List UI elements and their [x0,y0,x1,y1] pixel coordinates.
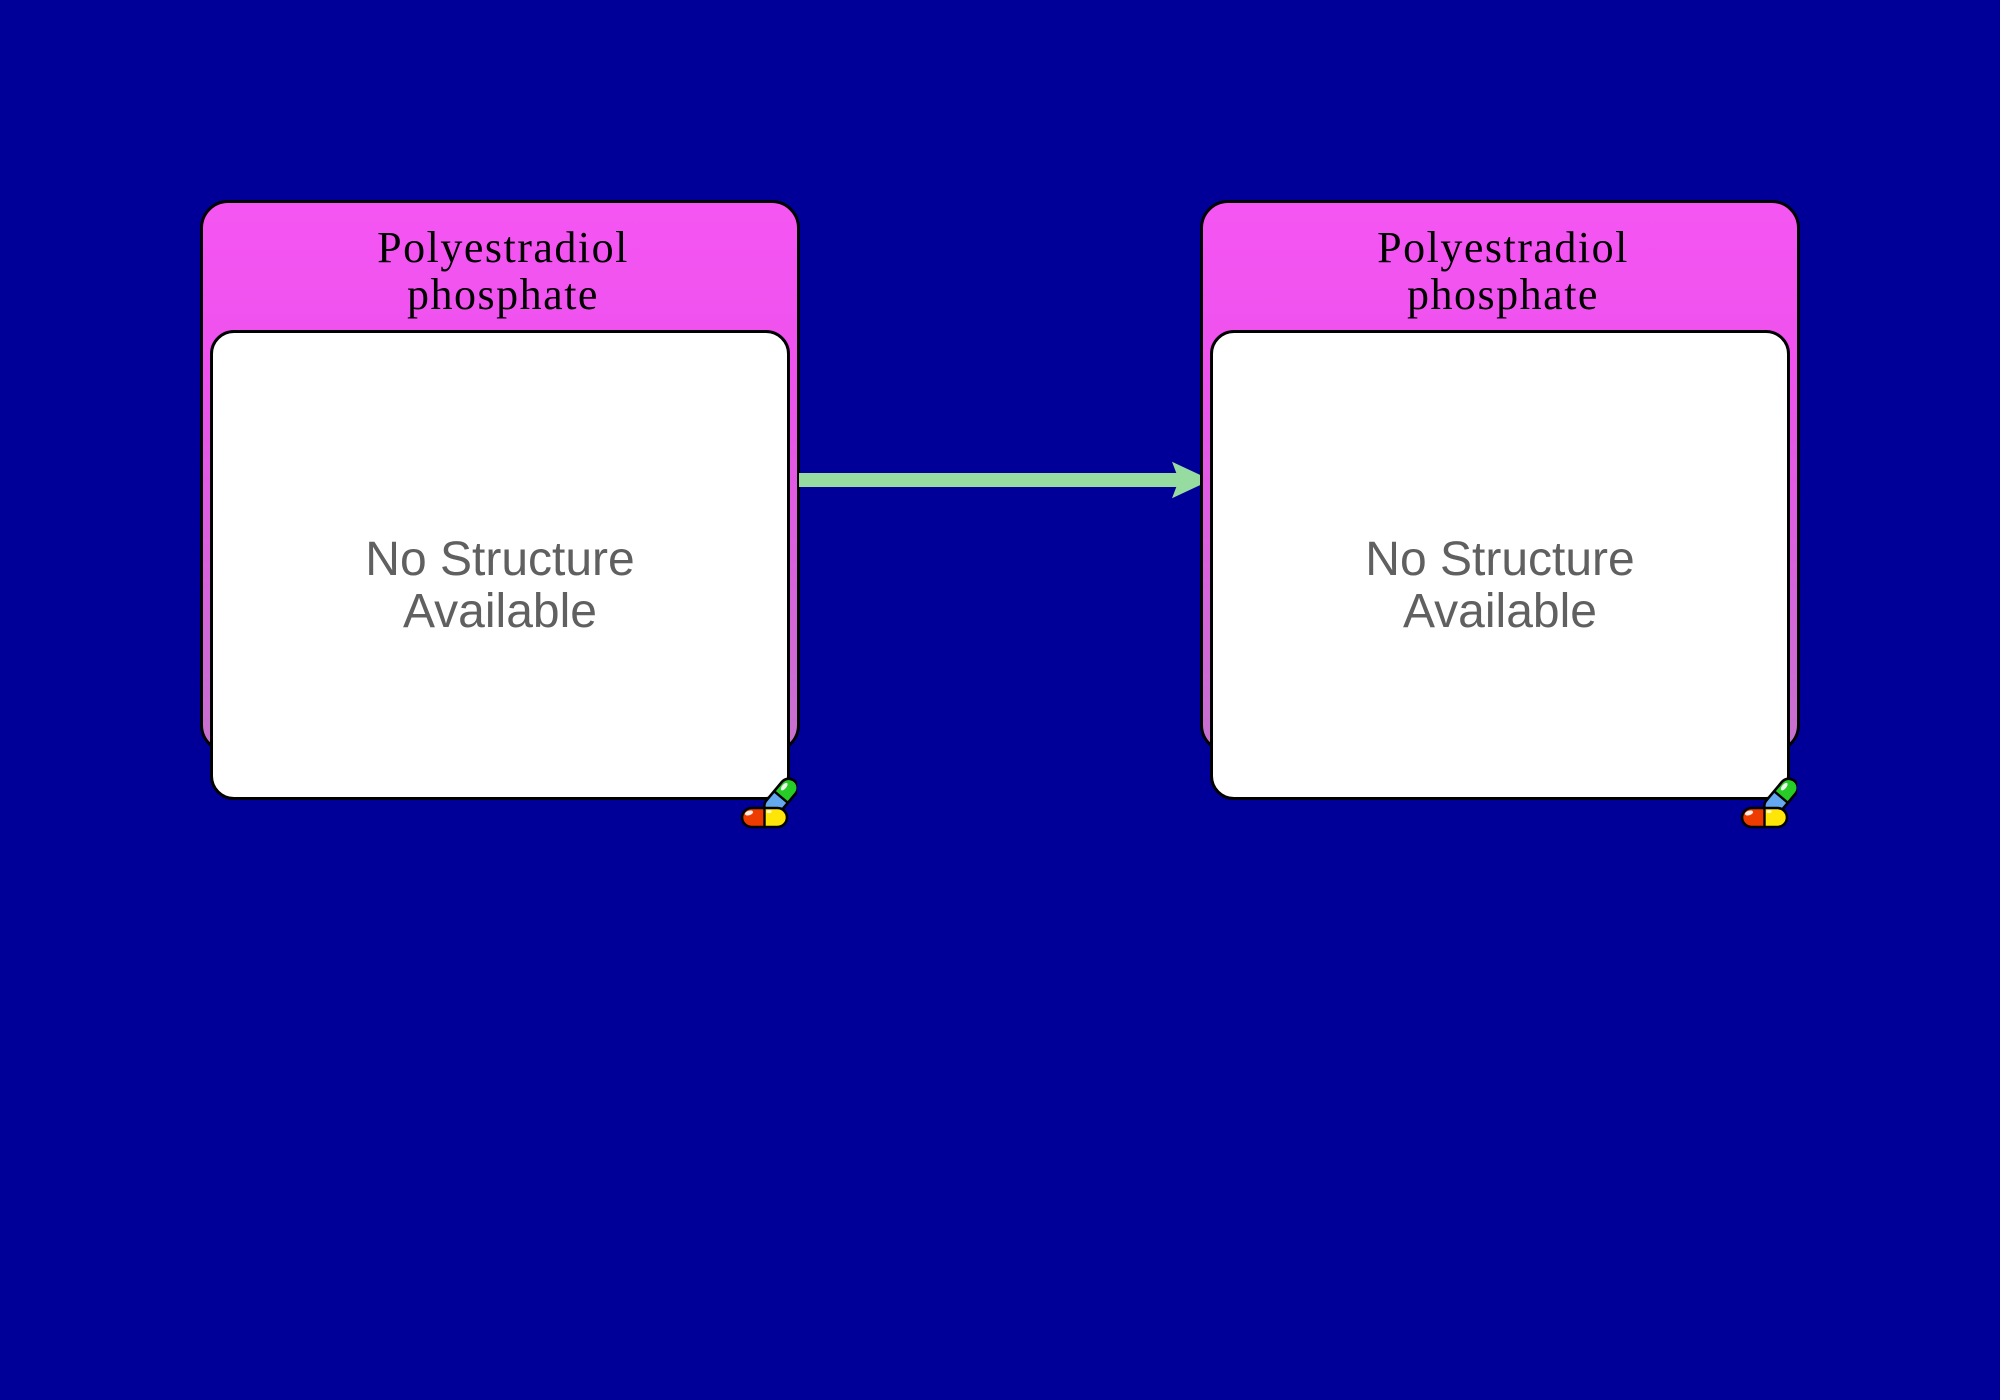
pills-icon [1740,775,1797,829]
reaction-arrow-icon [799,461,1211,499]
no-structure-text: No Structure Available [365,533,635,638]
drug-node-title-text: Polyestradiol phosphate [377,223,629,319]
drug-node-title-text: Polyestradiol phosphate [1377,223,1629,319]
pills-icon [740,775,797,829]
structure-panel: No Structure Available [210,330,790,800]
drug-node-title: Polyestradiol phosphate [203,203,803,333]
drug-node-right[interactable]: Polyestradiol phosphate No Structure Ava… [1200,200,1802,832]
no-structure-text: No Structure Available [1365,533,1635,638]
structure-panel: No Structure Available [1210,330,1790,800]
drug-node-title: Polyestradiol phosphate [1203,203,1803,333]
drug-node-left[interactable]: Polyestradiol phosphate No Structure Ava… [200,200,802,832]
